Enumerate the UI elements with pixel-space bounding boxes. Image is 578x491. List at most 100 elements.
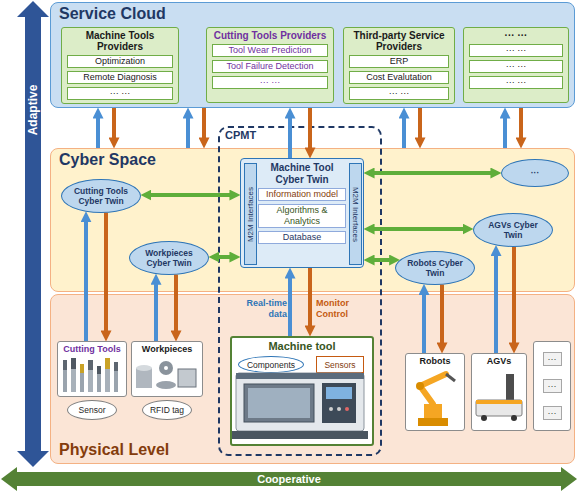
node-title: Information model bbox=[259, 189, 345, 200]
downward-control-arrow bbox=[104, 213, 108, 331]
upward-data-arrow bbox=[186, 118, 190, 148]
node-title: Machine tool bbox=[234, 340, 370, 353]
downward-control-arrow bbox=[440, 285, 444, 343]
workpiece-cylinder bbox=[136, 368, 152, 388]
node-title: Cutting Tools Providers bbox=[212, 30, 328, 41]
module-box: Algorithms & Analytics bbox=[258, 204, 346, 228]
tool-tip bbox=[105, 358, 110, 369]
service-item: ··· ··· bbox=[469, 44, 563, 57]
node-title: Tool Failure Detection bbox=[213, 61, 327, 72]
tool-body bbox=[63, 360, 67, 392]
cyber-twin-ellipse: AGVs Cyber Twin bbox=[473, 213, 553, 247]
workpiece-icons bbox=[136, 361, 196, 389]
node-title: ··· ··· bbox=[470, 61, 562, 72]
workpiece-disc bbox=[156, 381, 176, 389]
tool-body bbox=[80, 364, 84, 392]
edge-label: Monitor Control bbox=[315, 298, 373, 320]
downward-control-arrow bbox=[174, 275, 178, 331]
m2m-link-arrow bbox=[219, 255, 230, 259]
upward-data-arrow bbox=[96, 118, 100, 148]
device-box: Cutting Tools bbox=[57, 341, 127, 397]
m2m-link-arrow bbox=[374, 258, 390, 262]
machine-button bbox=[329, 407, 333, 411]
module-box: Database bbox=[258, 231, 346, 244]
node-title: ··· bbox=[531, 168, 540, 178]
tool-tip bbox=[80, 364, 84, 373]
workpiece-gear-hole bbox=[164, 366, 168, 370]
node-title: M2M Interfaces bbox=[351, 186, 360, 241]
node-title: Remote Diagnosis bbox=[68, 72, 172, 83]
sensor-ellipse: Sensor bbox=[67, 400, 117, 420]
node-title: Workpieces Cyber Twin bbox=[137, 248, 201, 268]
agv-picture bbox=[476, 374, 522, 421]
cyber-twin-ellipse: Robots Cyber Twin bbox=[395, 251, 475, 285]
node-title: ··· bbox=[543, 352, 562, 366]
workpiece-gear bbox=[159, 361, 173, 375]
node-title: Machine Tools Providers bbox=[67, 30, 173, 52]
robot-arm bbox=[420, 374, 446, 404]
node-title: ··· ··· bbox=[68, 88, 172, 99]
upward-data-arrow bbox=[503, 118, 507, 148]
agv-wheel bbox=[481, 415, 487, 421]
interface-strip: M2M Interfaces bbox=[244, 163, 257, 265]
m2m-link-arrow bbox=[151, 193, 230, 197]
interface-strip: M2M Interfaces bbox=[349, 163, 362, 265]
tool-body bbox=[105, 358, 110, 392]
downward-control-arrow bbox=[308, 108, 312, 148]
machine-screen bbox=[326, 387, 352, 399]
agv-mast bbox=[506, 374, 514, 400]
node-title: Optimization bbox=[68, 56, 172, 67]
machine-button bbox=[337, 407, 341, 411]
node-title: ··· ··· bbox=[469, 30, 563, 41]
device-box: Robots bbox=[405, 353, 465, 431]
node-title: Third-party Service Providers bbox=[349, 30, 449, 52]
agv-wheel bbox=[511, 415, 517, 421]
tool-tip bbox=[114, 362, 118, 371]
upward-data-arrow bbox=[422, 294, 426, 353]
upward-data-arrow bbox=[402, 118, 406, 148]
provider-box: Cutting Tools ProvidersTool Wear Predict… bbox=[206, 27, 334, 103]
cyber-twin-box: Machine Tool Cyber TwinM2M InterfacesInf… bbox=[240, 158, 364, 268]
node-title: Sensors bbox=[324, 360, 355, 370]
node-title: Robots bbox=[408, 356, 462, 367]
robot-gripper bbox=[446, 374, 455, 381]
tool-tip bbox=[88, 360, 93, 370]
node-title: Database bbox=[259, 232, 345, 243]
robot-picture bbox=[416, 374, 455, 426]
cyber-twin-ellipse: Workpieces Cyber Twin bbox=[129, 241, 209, 275]
downward-control-arrow bbox=[202, 108, 206, 138]
device-box: ········· bbox=[533, 341, 571, 431]
machine-tool-picture bbox=[232, 373, 368, 439]
node-title: Sensor bbox=[79, 405, 106, 415]
machine-base bbox=[232, 431, 368, 439]
node-title: ··· ··· bbox=[213, 77, 327, 88]
cyber-twin-ellipse: Cutting Tools Cyber Twin bbox=[61, 179, 141, 213]
cooperative-arrow bbox=[1, 467, 577, 491]
workpiece-block bbox=[178, 369, 196, 387]
machine-top-stripe bbox=[236, 373, 364, 379]
edge-label: Real-time data bbox=[234, 298, 288, 320]
node-title: Cutting Tools Cyber Twin bbox=[69, 186, 133, 206]
tool-tip bbox=[71, 358, 76, 369]
m2m-link-arrow bbox=[374, 227, 463, 231]
upward-data-arrow bbox=[494, 255, 498, 353]
service-item: ERP bbox=[349, 55, 449, 68]
cutting-tool-icons bbox=[63, 358, 118, 392]
node-title: AGVs bbox=[474, 356, 524, 367]
node-title: Cutting Tools bbox=[60, 344, 124, 355]
tool-tip bbox=[97, 366, 101, 374]
service-item: Remote Diagnosis bbox=[67, 71, 173, 84]
rfid-ellipse: RFID tag bbox=[142, 400, 192, 420]
adaptive-arrow bbox=[17, 1, 49, 467]
node-title: Service Cloud bbox=[59, 4, 566, 23]
agv-body bbox=[476, 400, 522, 416]
provider-box: Third-party Service ProvidersERPCost Eva… bbox=[343, 27, 455, 104]
node-title: Components bbox=[247, 360, 295, 370]
node-title: Robots Cyber Twin bbox=[403, 258, 467, 278]
service-item: ··· ··· bbox=[67, 87, 173, 100]
machine-window bbox=[244, 384, 314, 422]
axis-label: Cooperative bbox=[257, 473, 321, 485]
robot-joint bbox=[416, 382, 424, 390]
